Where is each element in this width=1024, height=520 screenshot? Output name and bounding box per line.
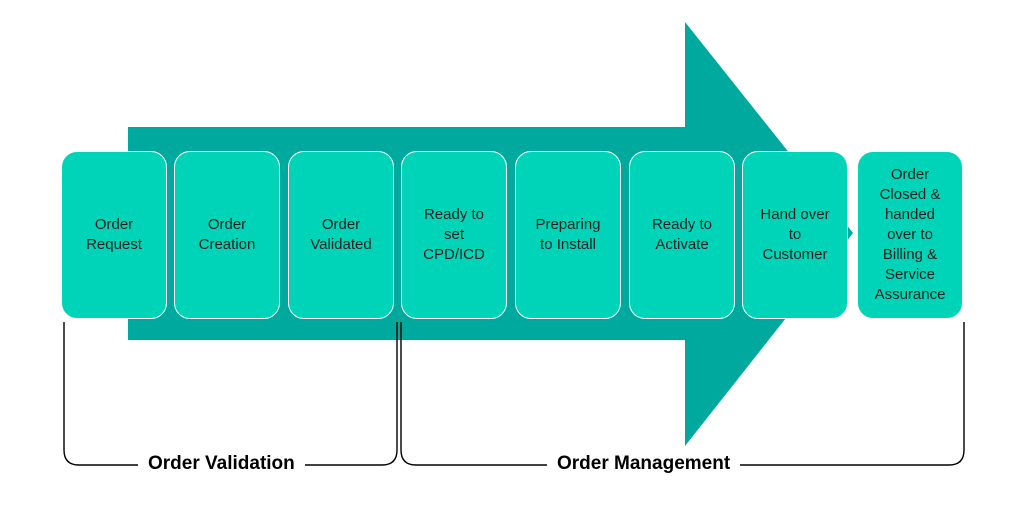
step-label: Order Creation [198,216,256,253]
step-ready-to-set-cpd-icd: Ready to set CPD/ICD [401,151,507,319]
step-label: Hand over to Customer [760,206,830,263]
step-order-request: Order Request [61,151,167,319]
step-label: Order Validated [310,216,372,253]
step-order-closed: Order Closed & handed over to Billing & … [857,151,963,319]
step-hand-over-to-customer: Hand over to Customer [742,151,848,319]
step-label: Ready to Activate [651,216,713,253]
step-order-validated: Order Validated [288,151,394,319]
step-ready-to-activate: Ready to Activate [629,151,735,319]
order-validation-label: Order Validation [138,453,305,475]
order-management-bracket [400,322,965,466]
step-label: Preparing to Install [535,216,601,253]
step-order-creation: Order Creation [174,151,280,319]
step-preparing-to-install: Preparing to Install [515,151,621,319]
step-label: Ready to set CPD/ICD [423,206,485,263]
step-label: Order Closed & handed over to Billing & … [874,166,946,303]
step-label: Order Request [86,216,142,253]
order-management-label: Order Management [547,453,741,475]
order-validation-bracket [63,322,398,466]
